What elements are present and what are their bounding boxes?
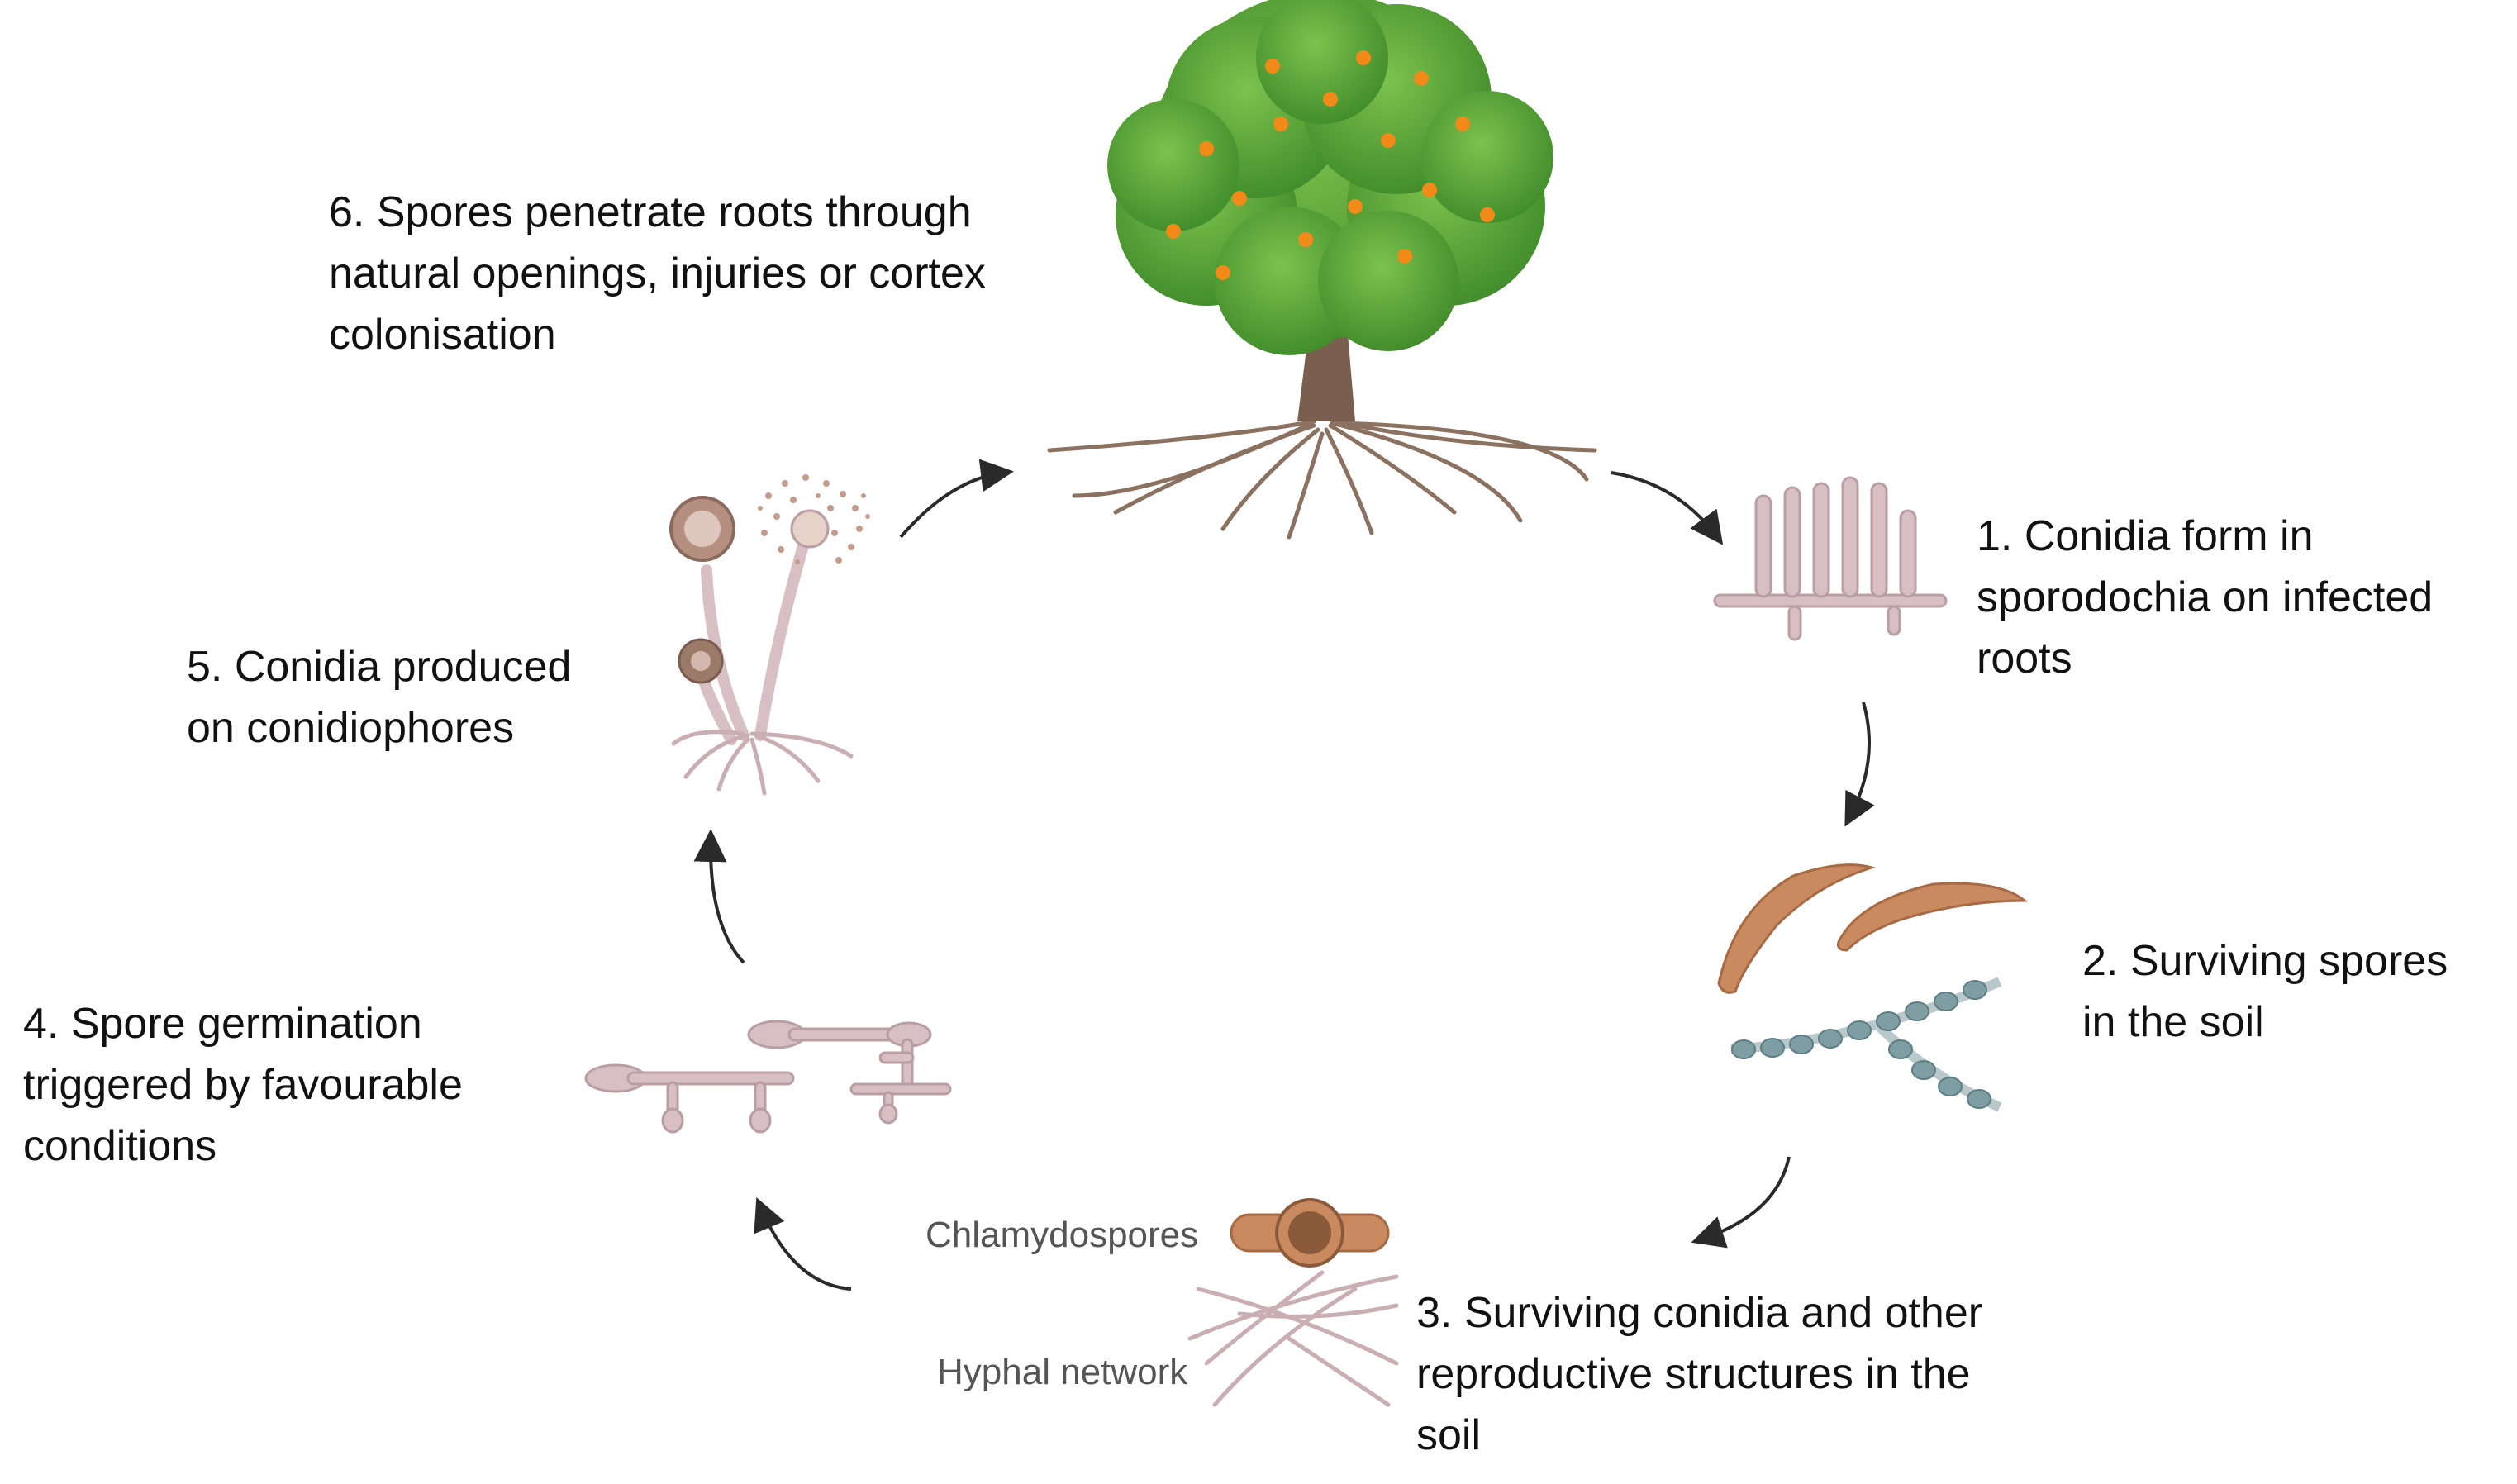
spore-chain-icon xyxy=(1730,977,2002,1112)
germinating-hyphae-icon xyxy=(584,1020,952,1134)
arrow-6-to-tree xyxy=(899,459,1014,539)
step-2-text: 2. Surviving spores in the soil xyxy=(2082,937,2448,1046)
chlamydospore-icon xyxy=(1230,1198,1390,1268)
conidiophores-icon xyxy=(669,474,870,796)
arrow-1-to-2 xyxy=(1844,702,1875,827)
step-5-text: 5. Conidia produced on conidiophores xyxy=(187,643,572,752)
hyphal-network-label: Hyphal network xyxy=(937,1352,1188,1392)
hyphal-network-icon xyxy=(1187,1270,1399,1407)
step-4-text: 4. Spore germination triggered by favour… xyxy=(23,1000,463,1170)
step-3-text: 3. Surviving conidia and other reproduct… xyxy=(1416,1289,1983,1459)
step-6-text: 6. Spores penetrate roots through natura… xyxy=(329,188,986,359)
macroconidia-icon xyxy=(1717,863,2029,994)
arrow-tree-to-1 xyxy=(1611,471,1724,545)
step-1-text: 1. Conidia form in sporodochia on infect… xyxy=(1977,512,2434,683)
arrow-3-to-4 xyxy=(754,1196,852,1291)
chlamydospores-label: Chlamydospores xyxy=(925,1215,1199,1255)
arrow-4-to-5 xyxy=(693,829,745,964)
sporodochia-icon xyxy=(1713,476,1948,641)
arrow-2-to-3 xyxy=(1691,1156,1791,1249)
cycle-arrows xyxy=(693,459,1875,1291)
orange-tree-icon xyxy=(1047,0,1597,540)
